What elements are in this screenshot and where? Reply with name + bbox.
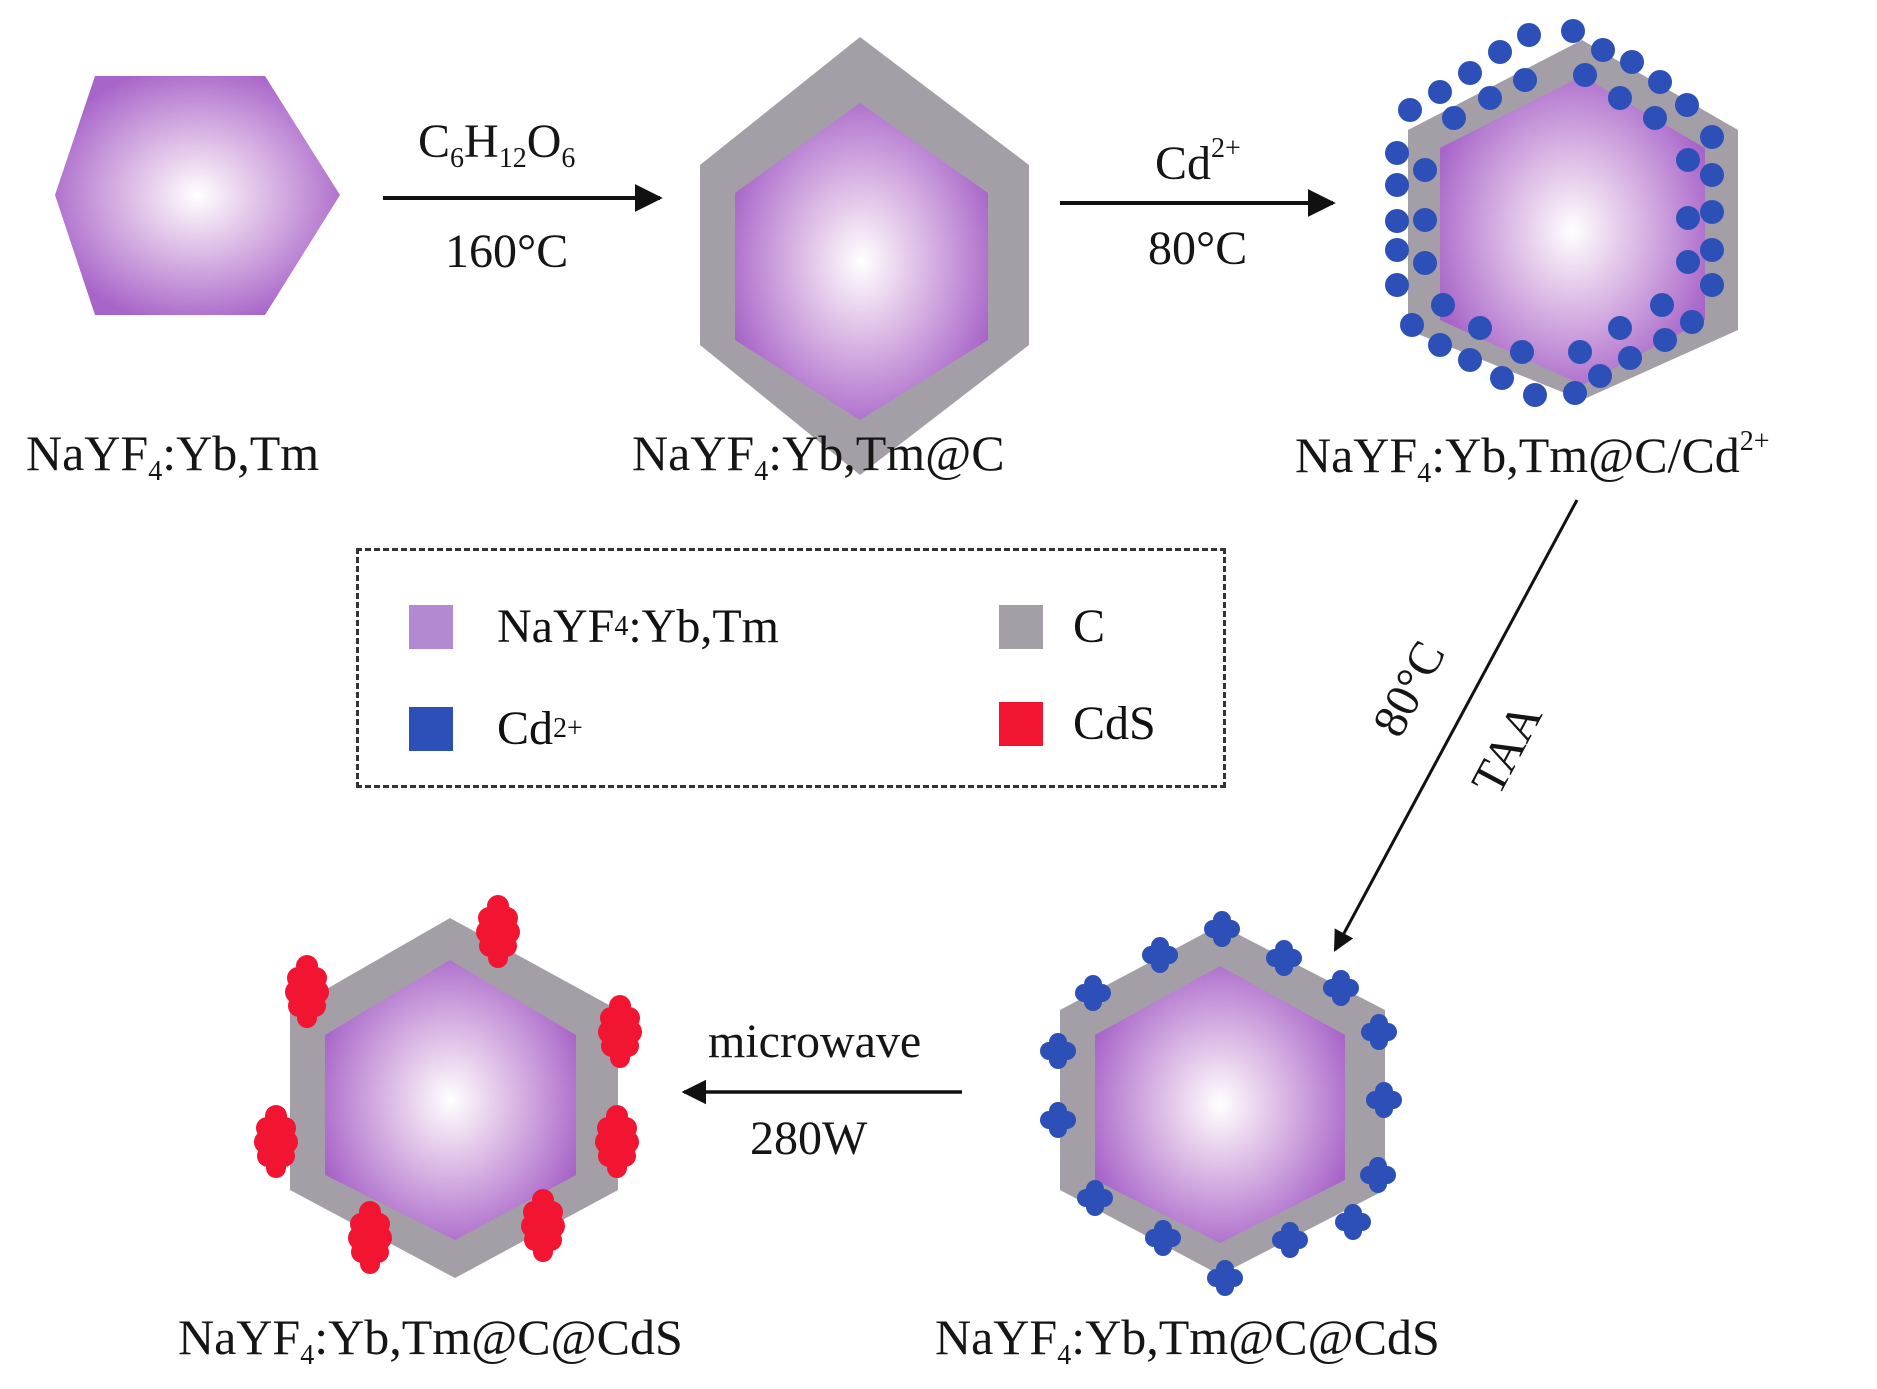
swatch-cds bbox=[999, 701, 1043, 746]
step-2-reagent: Cd2+ bbox=[1155, 133, 1241, 190]
legend-item-cds: CdS bbox=[999, 696, 1156, 751]
swatch-core bbox=[409, 604, 453, 649]
step-2-temperature: 80°C bbox=[1148, 222, 1248, 275]
swatch-carbon bbox=[999, 604, 1043, 649]
step-4-power: 280W bbox=[750, 1112, 868, 1165]
arrow-step-3 bbox=[1333, 499, 1579, 952]
label-particle-3: NaYF4:Yb,Tm@C/Cd2+ bbox=[1295, 426, 1770, 489]
step-4-method: microwave bbox=[708, 1015, 922, 1068]
swatch-cd-ion bbox=[409, 706, 453, 751]
label-particle-4: NaYF4:Yb,Tm@C@CdS bbox=[935, 1309, 1440, 1371]
step-1-reagent: C6H12O6 bbox=[418, 115, 576, 174]
particle-core-only bbox=[55, 76, 340, 315]
particle-core-carbon bbox=[700, 37, 1029, 475]
particle-core-carbon-cds-precursor bbox=[1040, 911, 1402, 1296]
particle-core-carbon-cds bbox=[254, 895, 642, 1278]
step-1-temperature: 160°C bbox=[445, 225, 569, 278]
label-particle-5: NaYF4:Yb,Tm@C@CdS bbox=[178, 1309, 683, 1371]
label-particle-2: NaYF4:Yb,Tm@C bbox=[632, 425, 1005, 487]
legend-item-carbon: C bbox=[999, 599, 1105, 654]
particle-core-carbon-cd bbox=[1385, 19, 1738, 407]
label-particle-1: NaYF4:Yb,Tm bbox=[26, 425, 320, 487]
